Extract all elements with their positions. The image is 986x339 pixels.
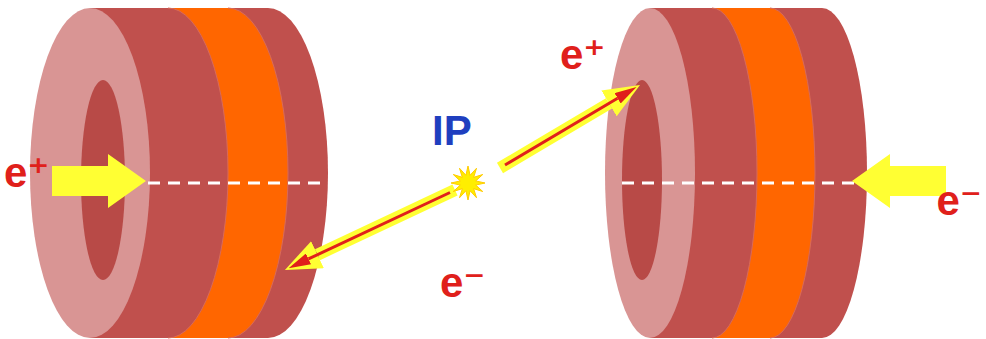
beam-arrow <box>52 154 146 208</box>
particle-label: e⁺ <box>560 34 606 76</box>
point-label: IP <box>432 110 472 152</box>
left-detector <box>30 8 328 338</box>
particle-label: e⁺ <box>4 152 50 194</box>
interaction-burst <box>451 166 485 200</box>
beam-arrow <box>852 154 946 208</box>
beam-axis <box>622 182 862 185</box>
particle-label: e⁻ <box>936 180 982 222</box>
track-arrow <box>505 98 618 165</box>
track-arrow <box>309 193 451 259</box>
burst-shape <box>451 166 485 200</box>
particle-label: e⁻ <box>440 262 486 304</box>
right-detector <box>605 8 867 338</box>
beam-axis <box>148 182 330 185</box>
